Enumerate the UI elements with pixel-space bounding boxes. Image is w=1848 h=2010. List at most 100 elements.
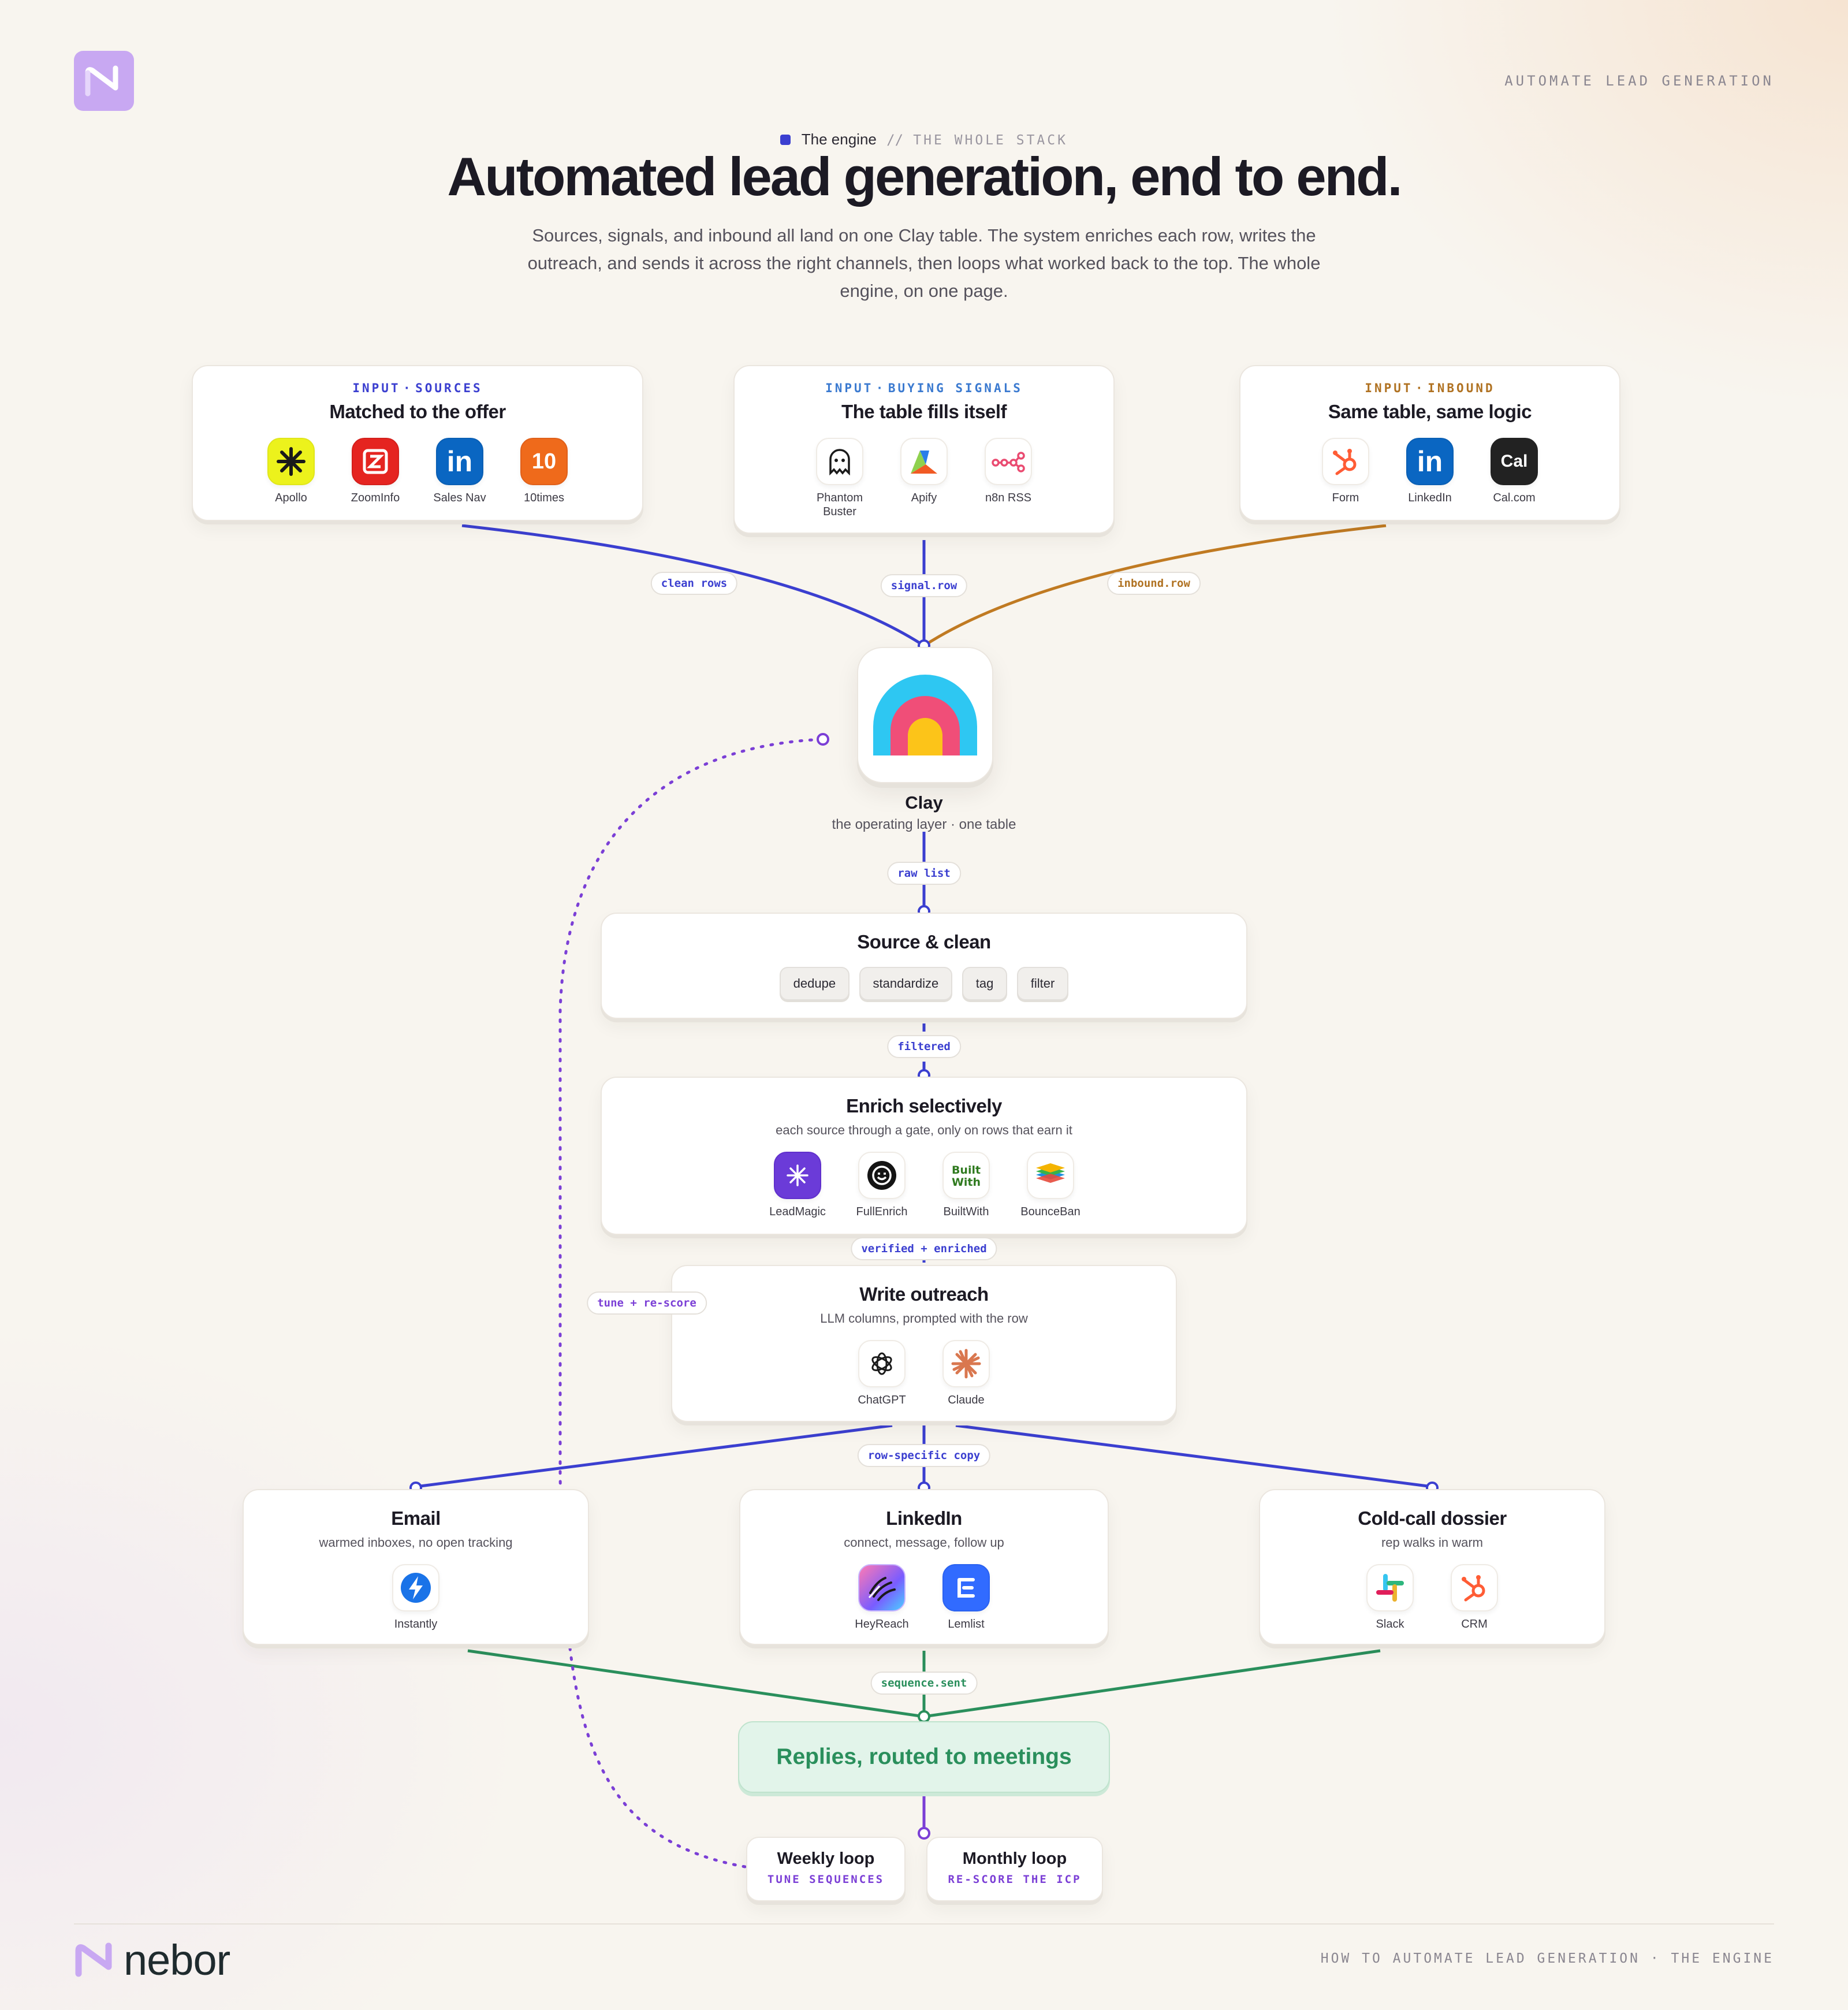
edge-inbound-to-clay [923, 524, 1387, 647]
loop-card-weekly[interactable]: Weekly loop TUNE SEQUENCES [746, 1837, 906, 1901]
nebor-logo-badge[interactable] [74, 51, 134, 111]
tool-linkedin[interactable]: in LinkedIn [1402, 438, 1458, 505]
card-title: Email [391, 1508, 441, 1529]
loop-card-monthly[interactable]: Monthly loop RE-SCORE THE ICP [926, 1837, 1103, 1901]
card-subtitle: warmed inboxes, no open tracking [319, 1535, 513, 1550]
tool-name: BuiltWith [943, 1205, 989, 1218]
label-filtered: filtered [887, 1035, 961, 1058]
eyebrow: The engine // THE WHOLE STACK [0, 131, 1848, 148]
card-subtitle: each source through a gate, only on rows… [776, 1123, 1072, 1137]
top-right-label: AUTOMATE LEAD GENERATION [1504, 73, 1774, 89]
tool-heyreach[interactable]: HeyReach [854, 1564, 910, 1631]
svg-text:With: With [952, 1176, 981, 1189]
page-subtitle: Sources, signals, and inbound all land o… [527, 225, 1321, 301]
tool-calcom[interactable]: Cal Cal.com [1486, 438, 1542, 505]
enrich-card: Enrich selectively each source through a… [601, 1077, 1247, 1235]
calcom-icon: Cal [1491, 438, 1538, 485]
edge-sources-to-clay [461, 524, 925, 647]
card-title: LinkedIn [886, 1508, 962, 1529]
tool-leadmagic[interactable]: LeadMagic [769, 1152, 826, 1219]
tool-10times[interactable]: 10 10times [516, 438, 572, 505]
eyebrow-stack: THE WHOLE STACK [913, 133, 1068, 148]
chip-dedupe: dedupe [779, 967, 850, 1000]
tool-lemlist[interactable]: Lemlist [938, 1564, 994, 1631]
tool-name: LinkedIn [1408, 492, 1452, 504]
tool-n8n-rss[interactable]: n8n RSS [981, 438, 1036, 519]
card-title: The table fills itself [841, 401, 1007, 422]
apollo-icon [267, 438, 315, 485]
tool-apify[interactable]: Apify [896, 438, 952, 519]
eyebrow-square-icon [780, 135, 791, 145]
chip-row: dedupe standardize tag filter [602, 967, 1246, 1000]
label-row-specific-copy: row-specific copy [857, 1444, 991, 1467]
hubspot-icon [1322, 438, 1369, 485]
loop-title: Weekly loop [777, 1849, 875, 1868]
tool-crm[interactable]: CRM [1447, 1564, 1502, 1631]
footer-brand-name: nebor [124, 1935, 230, 1984]
page-title: Automated lead generation, end to end. [447, 146, 1402, 207]
leadmagic-icon [774, 1152, 821, 1199]
tool-claude[interactable]: Claude [938, 1340, 994, 1407]
kicker-dot: · [1415, 381, 1425, 395]
tool-name: n8n RSS [985, 492, 1032, 504]
label-clean-rows: clean rows [650, 572, 738, 595]
tool-form[interactable]: Form [1318, 438, 1373, 505]
label-raw-list: raw list [887, 862, 961, 885]
tool-row: Instantly [244, 1564, 588, 1631]
zoominfo-icon [352, 438, 399, 485]
nebor-logo-icon [75, 1942, 112, 1977]
footer-brand[interactable]: nebor [74, 1934, 230, 1986]
tool-instantly[interactable]: Instantly [388, 1564, 444, 1631]
tool-name: Lemlist [948, 1618, 985, 1631]
lemlist-icon [942, 1564, 990, 1611]
tool-apollo[interactable]: Apollo [263, 438, 319, 505]
label-tune-rescore: tune + re-score [587, 1291, 707, 1315]
eyebrow-separator: // [886, 132, 904, 148]
channel-card-email: Email warmed inboxes, no open tracking I… [243, 1489, 589, 1645]
card-kicker: INPUT · SOURCES [193, 381, 642, 395]
kicker-type: BUYING SIGNALS [888, 381, 1023, 395]
claude-icon [942, 1340, 990, 1387]
chip-filter: filter [1016, 967, 1069, 1000]
loop-sub: TUNE SEQUENCES [767, 1873, 885, 1886]
tool-name: Phantom Buster [816, 492, 863, 518]
tool-name: Apollo [275, 492, 307, 504]
tool-name: Sales Nav [433, 492, 486, 504]
eyebrow-label: The engine [801, 131, 877, 148]
card-subtitle: LLM columns, prompted with the row [820, 1311, 1028, 1326]
tool-zoominfo[interactable]: ZoomInfo [348, 438, 403, 505]
tool-bounceban[interactable]: BounceBan [1020, 1152, 1081, 1219]
svg-text:Built: Built [952, 1164, 981, 1177]
linkedin-icon: in [1406, 438, 1454, 485]
card-title: Enrich selectively [846, 1095, 1002, 1116]
replies-node[interactable]: Replies, routed to meetings [738, 1721, 1110, 1793]
tentimes-icon: 10 [520, 438, 568, 485]
input-card-sources: INPUT · SOURCES Matched to the offer Apo… [192, 365, 643, 521]
loops-port [918, 1827, 930, 1840]
chip-tag: tag [962, 967, 1008, 1000]
channel-card-linkedin: LinkedIn connect, message, follow up Hey… [739, 1489, 1109, 1645]
tool-chatgpt[interactable]: ChatGPT [854, 1340, 910, 1407]
edge-email-to-replies [467, 1649, 925, 1718]
tool-fullenrich[interactable]: FullEnrich [854, 1152, 910, 1219]
tool-row: Form in LinkedIn Cal Cal.com [1240, 438, 1619, 505]
kicker-input: INPUT [1365, 381, 1413, 395]
tool-sales-nav[interactable]: in Sales Nav [432, 438, 487, 505]
edge-dossier-to-replies [923, 1649, 1381, 1718]
tool-row: Apollo ZoomInfo in Sales Nav 10 10times [193, 438, 642, 505]
footer-right-label: HOW TO AUTOMATE LEAD GENERATION · THE EN… [1320, 1951, 1774, 1966]
phantombuster-icon [816, 438, 863, 485]
card-subtitle: connect, message, follow up [844, 1535, 1004, 1550]
tool-name: ZoomInfo [351, 492, 400, 504]
kicker-input: INPUT [825, 381, 874, 395]
tool-name: Apify [911, 492, 937, 504]
card-title: Write outreach [859, 1283, 989, 1305]
tool-row: ChatGPT Claude [672, 1340, 1176, 1407]
card-kicker: INPUT · INBOUND [1240, 381, 1619, 395]
tool-name: FullEnrich [856, 1205, 908, 1218]
tool-slack[interactable]: Slack [1362, 1564, 1418, 1631]
clay-node[interactable] [857, 647, 993, 783]
tool-phantombuster[interactable]: Phantom Buster [812, 438, 867, 519]
